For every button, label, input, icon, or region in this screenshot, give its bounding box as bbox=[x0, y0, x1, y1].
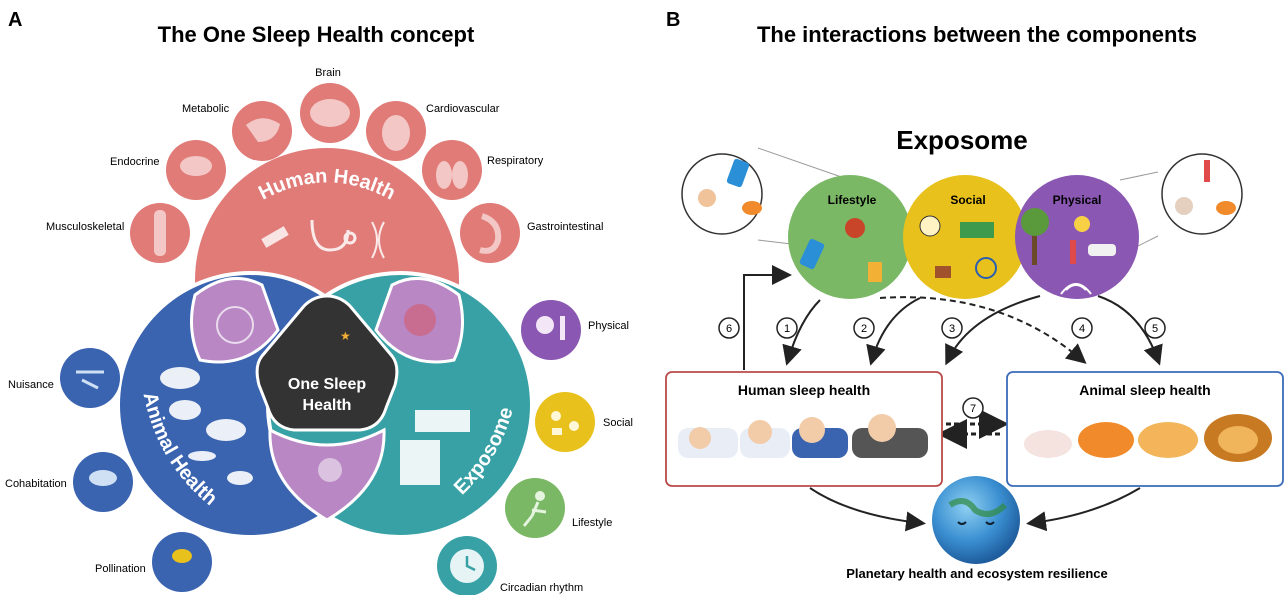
arrow-1 bbox=[782, 299, 821, 366]
organ-icons: Brain Metabolic Cardiovascular Endocrine… bbox=[46, 67, 603, 263]
cat-icon bbox=[742, 201, 762, 215]
human-sleep-box: Human sleep health bbox=[665, 371, 943, 487]
badge-1: 1 bbox=[784, 323, 790, 335]
elder-icon bbox=[1175, 197, 1193, 215]
panel-a-title: The One Sleep Health concept bbox=[158, 22, 475, 47]
toothpaste-icon bbox=[261, 226, 289, 248]
badge-3: 3 bbox=[949, 323, 955, 335]
car-icon bbox=[1088, 244, 1116, 256]
number-badges: 1 2 3 4 5 6 7 bbox=[718, 317, 1166, 419]
people-meeting-icon bbox=[400, 410, 470, 485]
overlap-human-animal bbox=[190, 277, 280, 364]
dna-icon bbox=[371, 221, 385, 259]
thermometer-icon bbox=[1204, 160, 1210, 182]
badge-6: 6 bbox=[726, 323, 732, 335]
phone-icon bbox=[726, 158, 750, 188]
zoom-callouts bbox=[681, 147, 1243, 251]
boy-icon bbox=[698, 189, 716, 207]
tree-icon bbox=[1032, 225, 1037, 265]
social-people-icon bbox=[535, 392, 595, 452]
badge-2: 2 bbox=[861, 323, 867, 335]
exposome-label-social: Social bbox=[603, 417, 633, 429]
organ-label-cardiovascular: Cardiovascular bbox=[426, 103, 500, 115]
exposome-circles: Lifestyle Social Physical bbox=[788, 175, 1139, 299]
overlap-human-exposome bbox=[374, 277, 464, 364]
exposome-label-circadian: Circadian rhythm bbox=[500, 582, 583, 594]
arrow-2 bbox=[866, 297, 921, 366]
star-icon: ★ bbox=[340, 329, 351, 343]
organ-label-musculoskeletal: Musculoskeletal bbox=[46, 221, 124, 233]
money-icon bbox=[960, 222, 994, 238]
organ-label-gastrointestinal: Gastrointestinal bbox=[527, 221, 603, 233]
exposome-icons: Physical Social Lifestyle Circadian rhyt… bbox=[437, 300, 633, 595]
cow-icon bbox=[206, 419, 246, 441]
panel-b-title: The interactions between the components bbox=[757, 22, 1197, 47]
arrow-4 bbox=[879, 296, 1087, 364]
arrow-animal-planet bbox=[1026, 487, 1141, 532]
exposome-label-physical: Physical bbox=[588, 320, 629, 332]
exposome-label-lifestyle: Lifestyle bbox=[572, 517, 612, 529]
animal-icons: Nuisance Cohabitation Pollination bbox=[5, 348, 212, 592]
network-icon bbox=[975, 257, 997, 279]
food-icon bbox=[845, 218, 865, 238]
overlap-animal-exposome bbox=[268, 427, 386, 522]
center-label-line2: Health bbox=[303, 397, 352, 414]
center-label-line1: One Sleep bbox=[288, 376, 366, 393]
organ-label-brain: Brain bbox=[315, 67, 341, 79]
phone-icon-2 bbox=[799, 238, 825, 270]
badge-4: 4 bbox=[1079, 323, 1085, 335]
arrow-human-planet bbox=[809, 487, 926, 532]
panel-b-letter: B bbox=[666, 9, 680, 31]
physical-zoom-circle bbox=[1161, 153, 1243, 235]
organ-label-endocrine: Endocrine bbox=[110, 156, 160, 168]
stethoscope-icon bbox=[310, 219, 357, 252]
human-box-label: Human sleep health bbox=[738, 382, 870, 398]
mosquito-icon bbox=[60, 348, 120, 408]
badge-5: 5 bbox=[1152, 323, 1158, 335]
fish-icon bbox=[188, 451, 216, 461]
sleeping-animals-icons bbox=[1024, 414, 1272, 462]
lightbulb-icon bbox=[1074, 216, 1090, 232]
animal-label-pollination: Pollination bbox=[95, 563, 146, 575]
animal-label-nuisance: Nuisance bbox=[8, 379, 54, 391]
arrow-6 bbox=[743, 265, 792, 370]
beer-icon bbox=[868, 262, 882, 282]
circle-label-physical: Physical bbox=[1053, 193, 1102, 207]
mouse-icon bbox=[227, 471, 253, 485]
organ-label-respiratory: Respiratory bbox=[487, 155, 544, 167]
venn-diagram: ★ One Sleep Health Human Health Animal H… bbox=[116, 144, 534, 539]
animal-sleep-box: Animal sleep health bbox=[1006, 371, 1284, 487]
circle-label-social: Social bbox=[950, 193, 985, 207]
sleeping-people-icons bbox=[678, 414, 928, 458]
one-sleep-health-center bbox=[255, 294, 399, 432]
sheep-icon bbox=[169, 400, 201, 420]
animal-silhouettes bbox=[160, 367, 253, 485]
earth-icon bbox=[932, 476, 1020, 564]
stomach-icon bbox=[460, 203, 520, 263]
planet-label: Planetary health and ecosystem resilienc… bbox=[846, 566, 1108, 581]
lungs-icon bbox=[422, 140, 482, 200]
badge-7: 7 bbox=[970, 403, 976, 415]
arrow-3 bbox=[945, 295, 1041, 366]
interaction-arrows bbox=[743, 265, 1163, 532]
animal-label-cohabitation: Cohabitation bbox=[5, 478, 67, 490]
briefcase-icon bbox=[935, 266, 951, 278]
panel-a-letter: A bbox=[8, 9, 22, 31]
stressed-person-icon bbox=[919, 215, 941, 237]
signal-icon bbox=[1060, 283, 1092, 295]
arrow-5 bbox=[1097, 295, 1163, 366]
physical-circle bbox=[1015, 175, 1139, 299]
lifestyle-zoom-circle bbox=[681, 153, 763, 235]
sleeping-icons bbox=[216, 304, 436, 482]
pig-icon bbox=[160, 367, 200, 389]
organ-label-metabolic: Metabolic bbox=[182, 103, 230, 115]
cat-icon-2 bbox=[1216, 201, 1236, 215]
circle-label-lifestyle: Lifestyle bbox=[828, 193, 877, 207]
exposome-heading: Exposome bbox=[896, 125, 1028, 155]
animal-box-label: Animal sleep health bbox=[1079, 382, 1210, 398]
thermometer-icon-2 bbox=[1070, 240, 1076, 264]
